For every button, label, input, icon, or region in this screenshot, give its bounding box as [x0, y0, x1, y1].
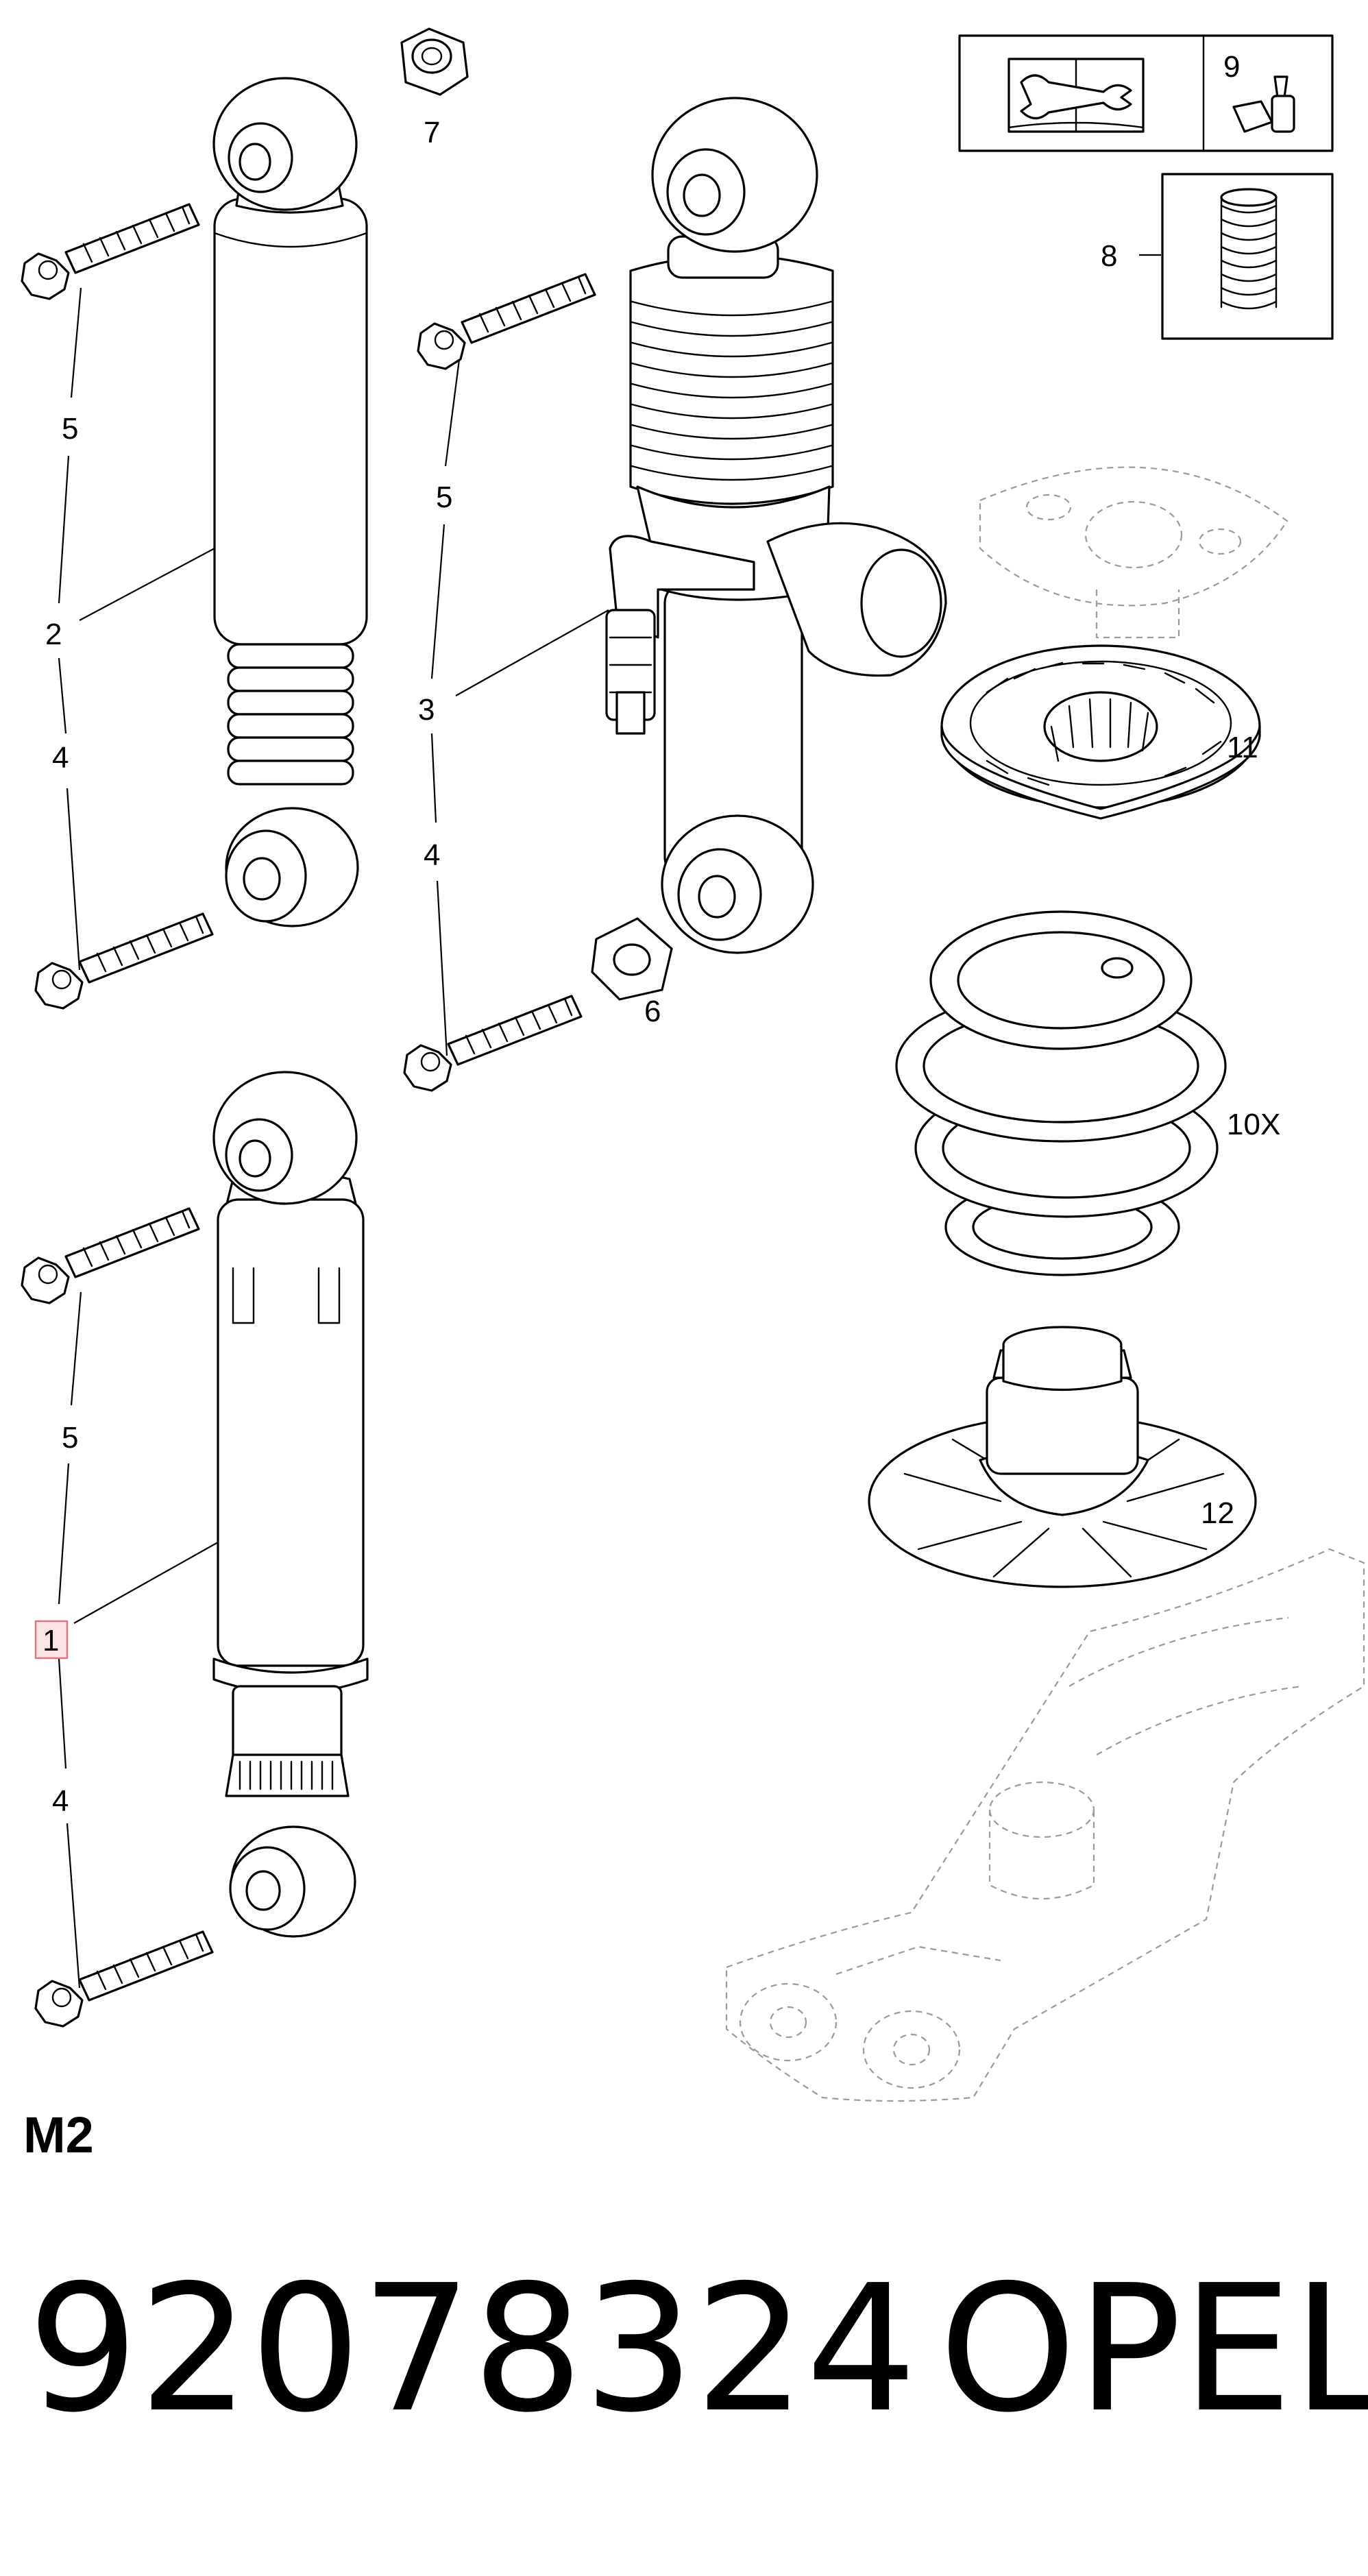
callout-11: 11: [1227, 731, 1258, 764]
bolt-4-upper-left: [34, 912, 214, 1010]
callout-6: 6: [644, 995, 661, 1028]
bolt-5-lower-left: [21, 1207, 200, 1304]
nut-7: [400, 27, 469, 96]
bolt-4-lower-left: [34, 1930, 214, 2028]
callout-12: 12: [1201, 1496, 1234, 1530]
callout-5-center: 5: [436, 481, 452, 514]
bolt-5-center: [417, 273, 596, 370]
shock-absorber-2: [212, 77, 368, 927]
bump-stop-spring-icon: [1220, 188, 1278, 310]
section-label: M2: [23, 2106, 94, 2163]
leader-lines: [58, 287, 609, 1989]
reference-box: 9: [958, 34, 1334, 152]
callout-8: 8: [1101, 239, 1117, 273]
adhesive-bottle-icon: [1232, 75, 1295, 133]
svg-text:1: 1: [42, 1624, 59, 1657]
shock-absorber-3-air: [605, 97, 947, 954]
coil-spring-10x: [895, 910, 1227, 1276]
callout-5-upper-left: 5: [62, 412, 78, 446]
callout-4-lower-left: 4: [52, 1784, 69, 1818]
callout-2: 2: [45, 618, 62, 651]
callout-10x: 10X: [1227, 1108, 1280, 1141]
bolt-5-upper-left: [21, 203, 200, 300]
callout-7: 7: [424, 116, 440, 149]
brand-name: OPEL: [939, 2248, 1368, 2451]
upper-mount-ghost: [979, 466, 1288, 639]
callout-labels: 7 5 2 4 5 3 4 6 5 4 11 10X 12 1 M2: [23, 116, 1280, 2163]
spring-seat-11: [940, 644, 1261, 820]
callout-1-highlighted: 1: [34, 1620, 69, 1660]
washer-6: [591, 917, 673, 1001]
shock-absorber-1: [212, 1071, 369, 1938]
callout-3: 3: [418, 693, 435, 727]
part-number: 92078324: [27, 2248, 917, 2451]
callout-9: 9: [1223, 50, 1240, 84]
callout-4-center: 4: [424, 838, 440, 872]
bolt-4-center: [403, 995, 583, 1092]
wrench-icon: [1020, 74, 1132, 120]
bump-stop-12: [868, 1326, 1257, 1588]
trailing-arm-ghost: [725, 1548, 1365, 2102]
callout-4-upper-left: 4: [52, 741, 69, 775]
bump-stop-box: 8: [1101, 173, 1334, 340]
callout-5-lower-left: 5: [62, 1421, 78, 1455]
